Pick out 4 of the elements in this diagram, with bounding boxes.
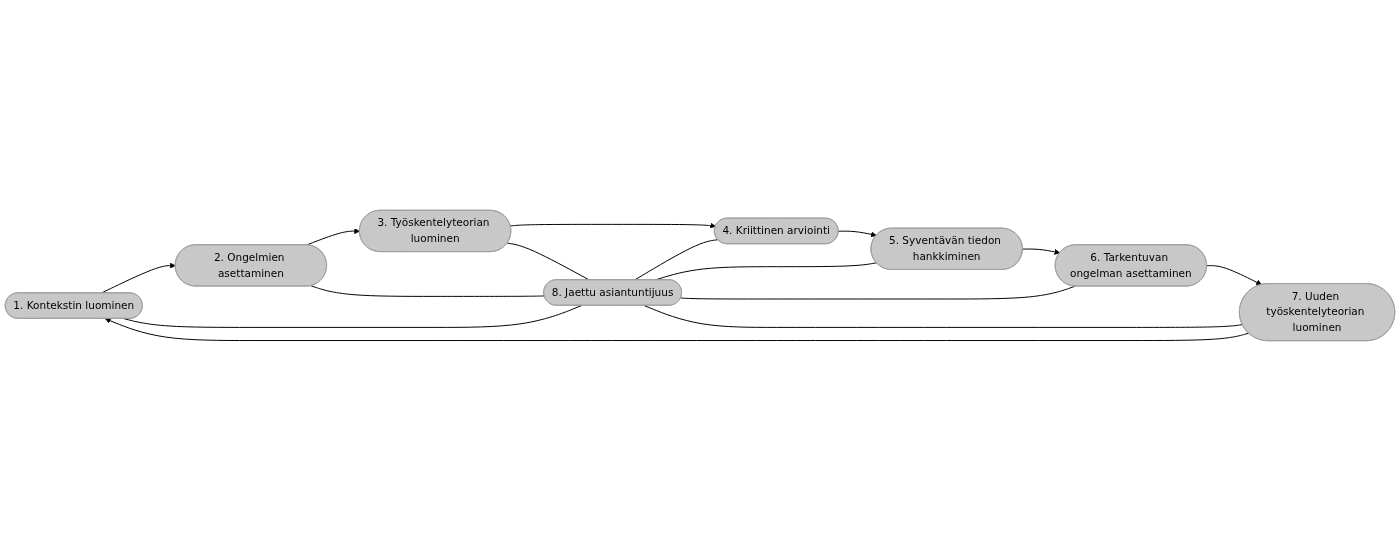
connector (310, 285, 545, 297)
connector (634, 239, 719, 281)
connector (680, 285, 1076, 300)
connector (506, 242, 590, 281)
